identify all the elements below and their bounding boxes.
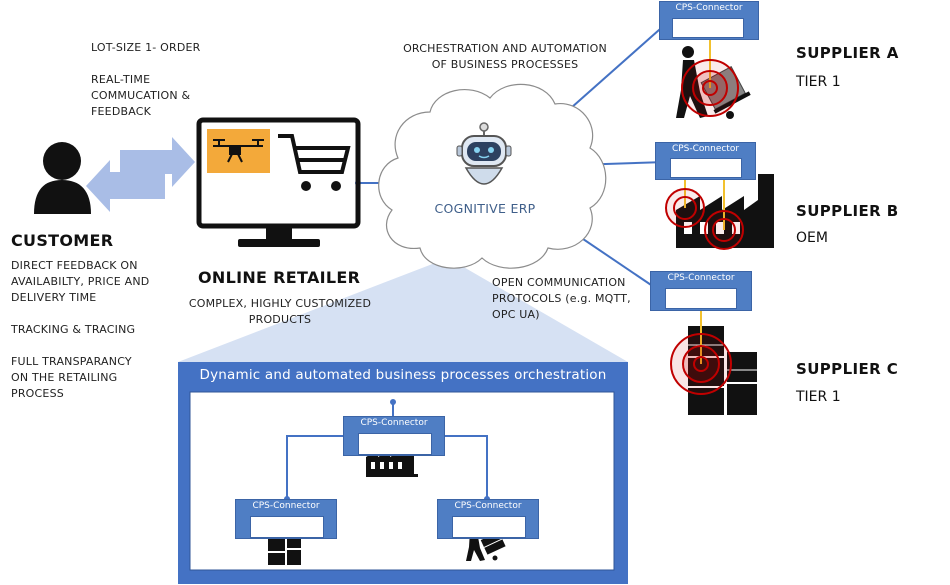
cps-connector-label: CPS-Connector — [667, 273, 735, 283]
supplier-b-name: SUPPLIER B — [796, 202, 899, 220]
supplier-c-boxes-icon — [670, 299, 757, 415]
supplier-a-cps-connector: CPS-Connector — [659, 1, 759, 40]
cognitive-erp-label: COGNITIVE ERP — [434, 201, 536, 216]
cps-connector-label: CPS-Connector — [671, 144, 740, 154]
exchange-line: COMMUCATION & — [91, 89, 191, 102]
retailer-line: COMPLEX, HIGHLY CUSTOMIZED — [188, 297, 372, 310]
cps-connector-label: CPS-Connector — [252, 501, 320, 511]
supplier-b-cps-connector: CPS-Connector — [655, 142, 756, 180]
exchange-line: REAL-TIME — [91, 73, 151, 86]
retailer-line: PRODUCTS — [248, 313, 312, 326]
protocol-caption: OPEN COMMUNICATION PROTOCOLS (e.g. MQTT,… — [492, 275, 642, 323]
supplier-c-name: SUPPLIER C — [796, 360, 899, 378]
customer-line: PROCESS — [11, 387, 64, 400]
orchestration-tree-lines — [286, 403, 488, 499]
orchestration-left-cps-connector: CPS-Connector — [235, 499, 337, 539]
orchestration-caption-line: ORCHESTRATION AND AUTOMATION — [403, 42, 607, 55]
retailer-monitor-icon — [196, 117, 361, 247]
callout-wedge — [178, 258, 628, 362]
customer-line: FULL TRANSPARANCY — [11, 355, 132, 368]
customer-title: CUSTOMER — [11, 231, 114, 250]
supplier-c-tier: TIER 1 — [796, 389, 841, 405]
orchestration-right-cps-connector: CPS-Connector — [437, 499, 539, 539]
customer-person-icon — [34, 142, 91, 214]
orchestration-title: Dynamic and automated business processes… — [199, 367, 607, 383]
customer-line: DELIVERY TIME — [11, 291, 97, 304]
orchestration-top-cps-connector: CPS-Connector — [343, 416, 445, 456]
customer-line: ON THE RETAILING — [11, 371, 118, 384]
customer-line: TRACKING & TRACING — [11, 323, 136, 336]
supplier-b-tier: OEM — [796, 230, 828, 246]
exchange-line: LOT-SIZE 1- ORDER — [91, 41, 201, 54]
supplier-a-hand-truck-icon — [676, 19, 751, 119]
exchange-arrows-icon — [86, 137, 195, 212]
robot-icon — [456, 122, 512, 185]
supplier-b-factory-icon — [665, 161, 774, 250]
protocol-line: OPC UA) — [492, 308, 540, 321]
protocol-line: OPEN COMMUNICATION — [492, 276, 626, 289]
protocol-line: PROTOCOLS (e.g. MQTT, — [492, 292, 631, 305]
exchange-line: FEEDBACK — [91, 105, 152, 118]
supplier-a-tier: TIER 1 — [796, 74, 841, 90]
cps-connector-label: CPS-Connector — [675, 3, 743, 13]
supplier-c-cps-connector: CPS-Connector — [650, 271, 752, 311]
cps-connector-label: CPS-Connector — [454, 501, 522, 511]
cps-connector-label: CPS-Connector — [360, 418, 428, 428]
retailer-title: ONLINE RETAILER — [198, 268, 361, 287]
retailer-description: COMPLEX, HIGHLY CUSTOMIZED PRODUCTS — [180, 296, 380, 328]
supplier-a-name: SUPPLIER A — [796, 44, 899, 62]
exchange-description: LOT-SIZE 1- ORDER REAL-TIME COMMUCATION … — [91, 40, 221, 120]
customer-description: DIRECT FEEDBACK ON AVAILABILTY, PRICE AN… — [11, 258, 171, 402]
customer-line: AVAILABILTY, PRICE AND — [11, 275, 150, 288]
orchestration-caption-line: OF BUSINESS PROCESSES — [431, 58, 579, 71]
orchestration-caption: ORCHESTRATION AND AUTOMATION OF BUSINESS… — [395, 41, 615, 73]
customer-line: DIRECT FEEDBACK ON — [11, 259, 138, 272]
